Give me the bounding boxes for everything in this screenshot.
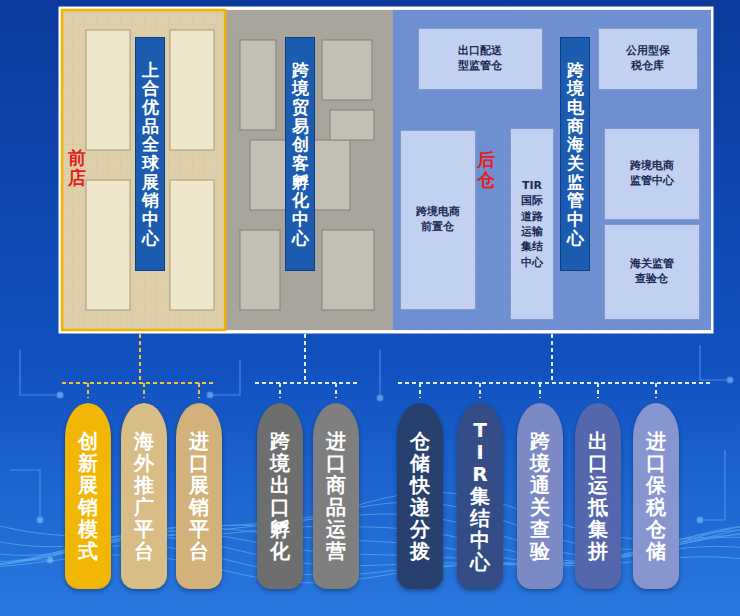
function-pill: 海外推广平台 xyxy=(121,403,167,589)
warehouse-box: 跨境电商监管中心 xyxy=(604,128,700,220)
center-band: 跨境贸易创客孵化中心 xyxy=(286,38,314,270)
warehouse-box: 跨境电商前置仓 xyxy=(400,130,476,310)
warehouse-box: 公用型保税仓库 xyxy=(598,28,698,90)
function-pill: 进口商品运营 xyxy=(313,403,359,589)
pill-label: 出口运抵集拼 xyxy=(588,430,608,562)
function-pill: 仓储快递分拨 xyxy=(397,403,443,589)
function-pill: 进口展销平台 xyxy=(176,403,222,589)
box-label: 海关监管查验仓 xyxy=(628,257,675,287)
function-pill: 跨境通关查验 xyxy=(517,403,563,589)
pill-label: 进口商品运营 xyxy=(326,430,346,562)
box-label: 跨境电商海关监管中心 xyxy=(567,61,584,248)
pill-label: 海外推广平台 xyxy=(134,430,154,562)
center-band: 上合优品全球展销中心 xyxy=(136,38,164,270)
function-pill: TIR集结中心 xyxy=(457,403,503,589)
warehouse-box: 海关监管查验仓 xyxy=(604,224,700,320)
warehouse-box: TIR国际道路运输集结中心 xyxy=(510,128,554,320)
pill-label: 进口保税仓储 xyxy=(646,430,666,562)
pill-label: 仓储快递分拨 xyxy=(410,430,430,562)
function-pill: 跨境出口孵化 xyxy=(257,403,303,589)
pill-label: 跨境出口孵化 xyxy=(270,430,290,562)
function-pill: 创新展销模式 xyxy=(65,403,111,589)
function-pill: 出口运抵集拼 xyxy=(575,403,621,589)
back-warehouse-region: 后仓 出口配送型监管仓 公用型保税仓库跨境电商海关监管中心跨境电商前置仓 TIR国际道… xyxy=(393,10,711,330)
front-store-region: 前店 上合优品全球展销中心 xyxy=(62,10,225,330)
warehouse-box: 出口配送型监管仓 xyxy=(418,28,543,90)
function-pill: 进口保税仓储 xyxy=(633,403,679,589)
pill-label: 进口展销平台 xyxy=(189,430,209,562)
region-label: 前店 xyxy=(68,148,86,188)
box-label: 跨境电商前置仓 xyxy=(414,205,461,235)
box-label: 公用型保税仓库 xyxy=(624,44,671,74)
box-label: 跨境贸易创客孵化中心 xyxy=(292,61,309,248)
box-label: TIR国际道路运输集结中心 xyxy=(520,178,544,270)
region-label: 后仓 xyxy=(477,150,495,190)
pill-label: 跨境通关查验 xyxy=(530,430,550,562)
box-label: 上合优品全球展销中心 xyxy=(142,61,159,248)
box-label: 跨境电商监管中心 xyxy=(628,159,675,189)
pill-label: 创新展销模式 xyxy=(78,430,98,562)
box-label: 出口配送型监管仓 xyxy=(457,44,504,74)
pill-label: TIR集结中心 xyxy=(470,419,490,573)
center-band: 跨境电商海关监管中心 xyxy=(561,38,589,270)
